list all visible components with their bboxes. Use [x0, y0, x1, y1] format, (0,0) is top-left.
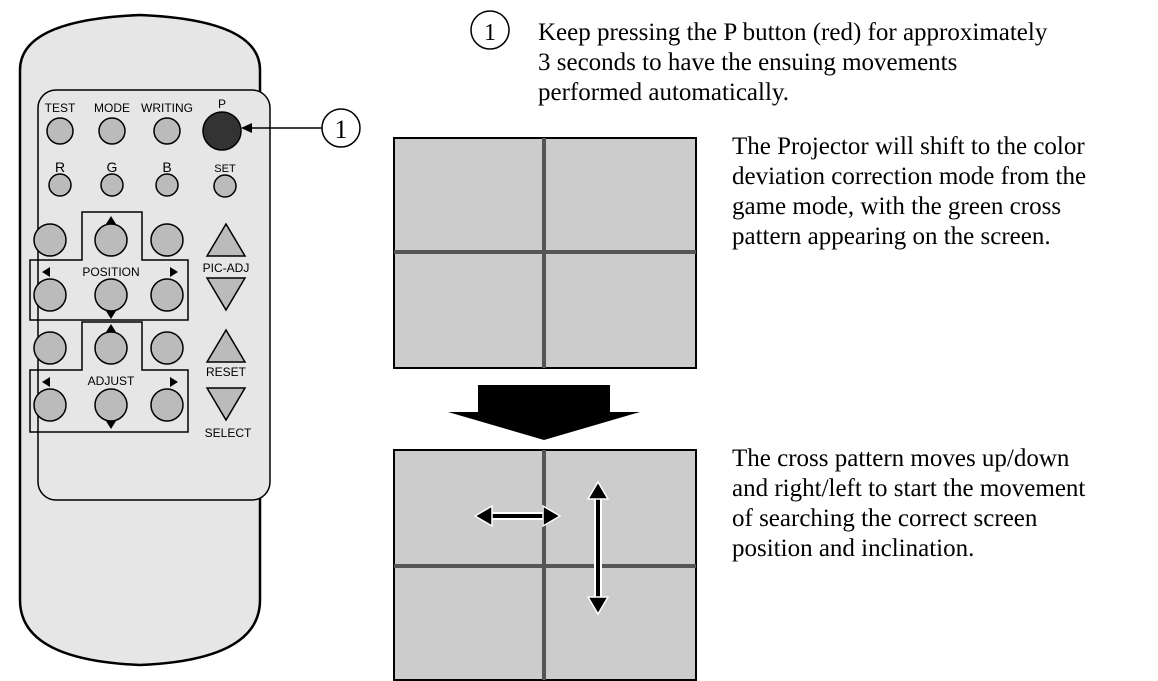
down-arrow-icon — [106, 311, 116, 319]
adjust-left-button[interactable] — [33, 388, 67, 422]
set-button[interactable] — [213, 174, 237, 198]
horizontal-double-arrow-icon — [473, 504, 562, 528]
vertical-double-arrow-icon — [586, 480, 610, 616]
r-label: R — [55, 159, 65, 175]
description-top-line-1: The Projector will shift to the color — [732, 133, 1085, 160]
writing-button[interactable] — [153, 117, 181, 145]
g-label: G — [107, 159, 118, 175]
step-instruction-line-2: 3 seconds to have the ensuing movements — [538, 49, 958, 76]
select-button[interactable] — [205, 387, 247, 422]
callout-arrow-icon — [241, 123, 252, 133]
remote-row-2: R G B SET — [48, 159, 237, 198]
mode-label: MODE — [94, 101, 130, 115]
position-down-button[interactable] — [94, 278, 128, 312]
step-instruction-line-3: performed automatically. — [538, 79, 790, 106]
mode-button[interactable] — [98, 117, 126, 145]
left-arrow-icon — [42, 267, 50, 277]
step-instruction: Keep pressing the P button (red) for app… — [538, 18, 1148, 108]
writing-label: WRITING — [141, 101, 193, 115]
description-bottom-line-3: of searching the correct screen — [732, 505, 1038, 532]
description-bottom-line-2: and right/left to start the movement — [732, 475, 1086, 502]
adjust-upper-left-button[interactable] — [33, 331, 67, 365]
description-bottom-line-4: position and inclination. — [732, 535, 975, 562]
g-button[interactable] — [100, 173, 124, 197]
position-label: POSITION — [82, 265, 139, 279]
adjust-group: ADJUST — [29, 321, 189, 433]
set-label: SET — [214, 163, 236, 175]
up-arrow-icon — [106, 216, 116, 224]
select-label: SELECT — [205, 426, 252, 440]
p-label: P — [218, 97, 226, 111]
callout-circle — [321, 108, 361, 148]
adjust-left-arrow-icon — [42, 377, 50, 387]
description-top-line-3: game mode, with the green cross — [732, 193, 1062, 220]
description-bottom: The cross pattern moves up/down and righ… — [732, 444, 1158, 564]
r-button[interactable] — [48, 173, 72, 197]
position-upper-right-button[interactable] — [150, 223, 184, 257]
adjust-right-arrow-icon — [170, 377, 178, 387]
reset-select-group: RESET SELECT — [205, 328, 252, 440]
reset-label: RESET — [206, 365, 247, 379]
position-right-button[interactable] — [150, 278, 184, 312]
description-top-line-4: pattern appearing on the screen. — [732, 223, 1051, 250]
adjust-label: ADJUST — [88, 374, 135, 388]
pic-adj-up-button[interactable] — [205, 222, 247, 257]
pic-adj-down-button[interactable] — [205, 277, 247, 312]
test-label: TEST — [45, 101, 76, 115]
step-instruction-line-1: Keep pressing the P button (red) for app… — [538, 19, 1048, 46]
right-arrow-icon — [170, 267, 178, 277]
pic-adj-group: PIC-ADJ — [203, 222, 250, 312]
reset-button[interactable] — [205, 328, 247, 363]
position-up-button[interactable] — [94, 223, 128, 257]
adjust-up-button[interactable] — [94, 331, 128, 365]
p-button[interactable] — [202, 111, 242, 151]
description-bottom-line-1: The cross pattern moves up/down — [732, 445, 1070, 472]
step-number-badge: 1 — [470, 10, 510, 50]
b-label: B — [162, 159, 171, 175]
screen-bottom — [393, 449, 697, 681]
screen-top — [393, 137, 697, 369]
position-left-button[interactable] — [33, 278, 67, 312]
remote-row-1: TEST MODE WRITING P — [45, 97, 242, 151]
adjust-upper-right-button[interactable] — [150, 331, 184, 365]
adjust-right-button[interactable] — [150, 388, 184, 422]
adjust-down-button[interactable] — [94, 388, 128, 422]
step-number: 1 — [484, 20, 496, 46]
position-group: POSITION — [29, 211, 189, 321]
description-top-line-2: deviation correction mode from the — [732, 163, 1087, 190]
b-button[interactable] — [155, 173, 179, 197]
position-upper-left-button[interactable] — [33, 223, 67, 257]
description-top: The Projector will shift to the color de… — [732, 132, 1158, 252]
p-button-callout: 1 — [241, 108, 361, 148]
test-button[interactable] — [46, 117, 74, 145]
pic-adj-label: PIC-ADJ — [203, 261, 250, 275]
down-arrow-icon-large — [448, 385, 640, 440]
adjust-down-arrow-icon — [106, 421, 116, 429]
adjust-up-arrow-icon — [106, 324, 116, 332]
callout-number: 1 — [335, 115, 348, 144]
